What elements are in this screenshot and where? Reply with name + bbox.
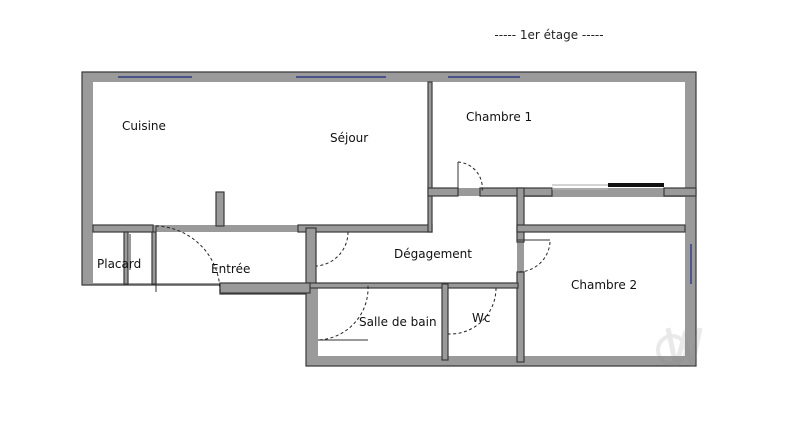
sdb-floor bbox=[318, 288, 442, 356]
wall-closet-left bbox=[516, 187, 525, 243]
wall-c1-bottom-left bbox=[427, 187, 459, 197]
closet-c1-floor bbox=[524, 197, 685, 225]
wall-sejour-right bbox=[427, 81, 433, 233]
wall-chambre2-top bbox=[516, 224, 686, 233]
label-chambre1: Chambre 1 bbox=[466, 110, 532, 124]
wall-entree-bottom bbox=[219, 282, 311, 294]
placard-floor bbox=[93, 232, 152, 283]
wall-deg-bottom bbox=[305, 282, 519, 289]
door-wc bbox=[447, 287, 497, 335]
wall-sejour-bottom bbox=[92, 224, 154, 233]
label-cuisine: Cuisine bbox=[122, 119, 166, 133]
label-placard: Placard bbox=[97, 257, 141, 271]
degagement-floor bbox=[316, 196, 517, 284]
door-chambre2 bbox=[516, 239, 551, 273]
cuisine-sejour-floor bbox=[93, 82, 428, 225]
floor-title: ----- 1er étage ----- bbox=[494, 28, 603, 42]
chambre1-floor bbox=[432, 82, 685, 188]
door-chambre1 bbox=[457, 161, 483, 196]
label-salle-de-bain: Salle de bain bbox=[359, 315, 437, 329]
door-sejour-degagement bbox=[315, 231, 349, 267]
wall-c1-bottom-far bbox=[663, 187, 697, 197]
door-entree bbox=[155, 225, 221, 293]
door-salle-de-bain bbox=[317, 285, 369, 341]
wc-floor bbox=[448, 288, 517, 356]
entree-floor bbox=[156, 232, 306, 283]
wall-placard-right bbox=[151, 231, 157, 285]
watermark-logo bbox=[656, 327, 703, 367]
chambre2-floor bbox=[524, 232, 685, 356]
label-chambre2: Chambre 2 bbox=[571, 278, 637, 292]
wall-cuisine-stub bbox=[215, 191, 225, 227]
label-degagement: Dégagement bbox=[394, 247, 472, 261]
label-entree: Entrée bbox=[211, 262, 250, 276]
wall-sejour-bottom-right bbox=[297, 224, 433, 233]
label-sejour: Séjour bbox=[330, 131, 368, 145]
label-wc: Wc bbox=[472, 311, 490, 325]
wall-sdb-wc bbox=[441, 283, 449, 361]
wall-deg-left bbox=[305, 227, 317, 285]
wall-placard-divider bbox=[123, 231, 129, 285]
wall-c1-bottom-right bbox=[479, 187, 553, 197]
